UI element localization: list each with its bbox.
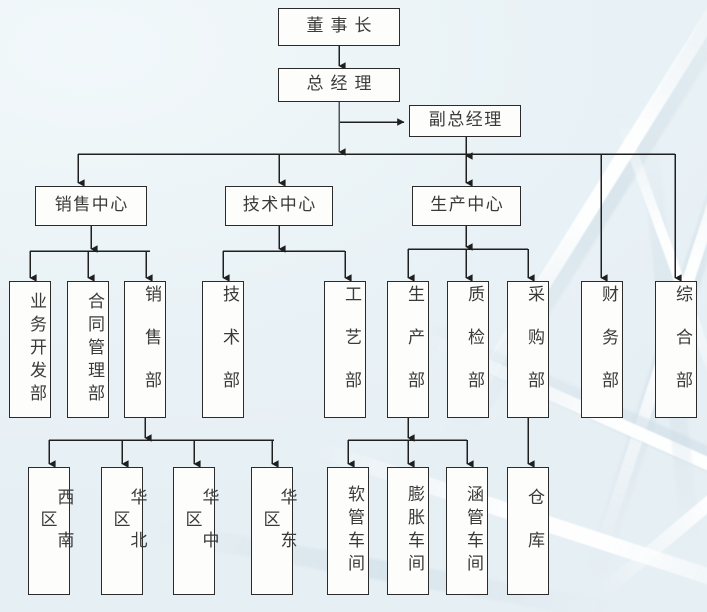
node-southwest-region-label: 西南区	[36, 488, 74, 574]
node-general-manager-label: 总经理	[306, 74, 379, 95]
node-north-region[interactable]: 华北区	[101, 467, 147, 595]
node-tech-center[interactable]: 技术中心	[225, 186, 333, 226]
node-sales-dept[interactable]: 销售部	[124, 281, 166, 418]
node-business-dev-dept-label: 业务开发部	[26, 292, 46, 407]
node-deputy-general-manager-label: 副总经理	[428, 110, 503, 131]
node-sales-center-label: 销售中心	[54, 195, 129, 216]
node-general-manager[interactable]: 总经理	[278, 68, 400, 102]
node-general-affairs-dept[interactable]: 综合部	[655, 281, 697, 418]
node-chairman-label: 董事长	[306, 16, 379, 37]
node-north-region-label: 华北区	[109, 488, 147, 574]
node-hose-workshop[interactable]: 软管车间	[327, 467, 369, 595]
node-deputy-general-manager[interactable]: 副总经理	[409, 105, 521, 137]
node-central-region[interactable]: 华中区	[173, 467, 219, 595]
node-warehouse-label: 仓库	[524, 488, 544, 574]
node-contract-mgmt-dept[interactable]: 合同管理部	[67, 281, 109, 418]
node-purchasing-dept-label: 采购部	[524, 285, 544, 414]
node-culvert-workshop-label: 涵管车间	[463, 485, 483, 577]
node-business-dev-dept[interactable]: 业务开发部	[9, 281, 51, 418]
node-sales-dept-label: 销售部	[141, 285, 161, 414]
node-chairman[interactable]: 董事长	[278, 8, 400, 46]
node-production-dept-label: 生产部	[404, 285, 424, 414]
node-hose-workshop-label: 软管车间	[344, 485, 364, 577]
node-production-center-label: 生产中心	[430, 195, 505, 216]
node-expansion-workshop-label: 膨胀车间	[404, 485, 424, 577]
node-general-affairs-dept-label: 综合部	[672, 285, 692, 414]
node-finance-dept[interactable]: 财务部	[581, 281, 623, 418]
node-central-region-label: 华中区	[181, 488, 219, 574]
node-sales-center[interactable]: 销售中心	[35, 186, 147, 226]
node-process-dept-label: 工艺部	[341, 285, 361, 414]
node-east-region[interactable]: 华东区	[251, 467, 297, 595]
node-quality-dept[interactable]: 质检部	[447, 281, 489, 418]
node-tech-dept-label: 技术部	[219, 285, 239, 414]
node-production-center[interactable]: 生产中心	[412, 186, 521, 226]
node-quality-dept-label: 质检部	[464, 285, 484, 414]
node-production-dept[interactable]: 生产部	[387, 281, 429, 418]
node-southwest-region[interactable]: 西南区	[28, 467, 74, 595]
node-expansion-workshop[interactable]: 膨胀车间	[387, 467, 429, 595]
node-purchasing-dept[interactable]: 采购部	[507, 281, 549, 418]
node-contract-mgmt-dept-label: 合同管理部	[84, 292, 104, 407]
node-finance-dept-label: 财务部	[598, 285, 618, 414]
node-culvert-workshop[interactable]: 涵管车间	[446, 467, 488, 595]
node-tech-dept[interactable]: 技术部	[202, 281, 244, 418]
node-process-dept[interactable]: 工艺部	[324, 281, 366, 418]
node-east-region-label: 华东区	[259, 488, 297, 574]
node-tech-center-label: 技术中心	[242, 195, 317, 216]
node-warehouse[interactable]: 仓库	[507, 467, 549, 595]
